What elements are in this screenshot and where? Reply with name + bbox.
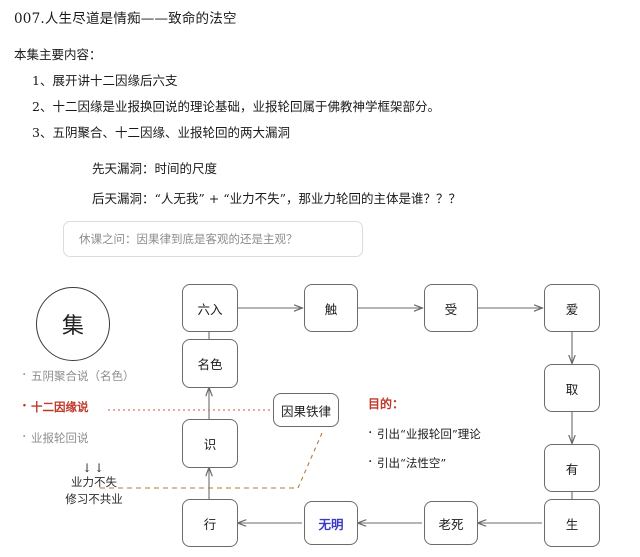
twelve-nidanas-diagram: 集 五阴聚合说（名色） 十二因缘说 业报轮回说 ↓↓ 业力不失 修习不共业 因果…: [0, 265, 640, 557]
notes-item-2: 2、十二因缘是业报换回说的理论基础，业报轮回属于佛教神学框架部分。: [32, 99, 440, 114]
karma-note-line-2: 修习不共业: [65, 492, 123, 506]
node-consciousness-label: 识: [203, 437, 217, 452]
node-grasping-label: 取: [565, 381, 579, 397]
bullet-twelve-causes: 十二因缘说: [22, 398, 192, 415]
bullet-karmic-rebirth: 业报轮回说: [22, 429, 192, 446]
down-arrows-icon: ↓↓: [81, 461, 107, 475]
purpose-heading: 目的：: [368, 397, 405, 411]
notes-item-3: 3、五阴聚合、十二因缘、业报轮回的两大漏洞: [32, 125, 290, 140]
node-formations-label: 行: [203, 516, 217, 532]
question-pill: 休课之问：因果律到底是客观的还是主观？: [63, 221, 363, 257]
node-becoming: 有: [544, 444, 600, 492]
node-six-senses-label: 六入: [197, 301, 223, 317]
notes-subtitle: 本集主要内容：: [14, 47, 102, 62]
purpose-block: 目的： 引出“业报轮回”理论 引出“法性空”: [368, 395, 548, 484]
node-craving-label: 爱: [565, 301, 579, 317]
node-name-form-label: 名色: [197, 357, 223, 372]
purpose-item-2: 引出“法性空”: [368, 454, 548, 471]
node-craving: 爱: [544, 284, 600, 332]
node-ignorance-label: 无明: [318, 516, 344, 532]
node-birth: 生: [544, 499, 600, 547]
bullet-five-aggregates: 五阴聚合说（名色）: [22, 367, 192, 384]
node-feeling: 受: [424, 284, 478, 332]
ji-circle: 集: [36, 287, 110, 361]
dashed-link-karma-diagonal: [297, 432, 323, 489]
left-bullet-list: 五阴聚合说（名色） 十二因缘说 业报轮回说: [22, 367, 192, 461]
purpose-item-1: 引出“业报轮回”理论: [368, 425, 548, 442]
page-title: 007.人生尽道是情痴——致命的法空: [14, 11, 237, 27]
notes-item-1: 1、展开讲十二因缘后六支: [32, 73, 178, 88]
node-contact-label: 触: [324, 301, 338, 317]
node-contact: 触: [304, 284, 358, 332]
question-text: 休课之问：因果律到底是客观的还是主观？: [79, 232, 298, 246]
node-aging-death: 老死: [424, 501, 478, 545]
node-aging-death-label: 老死: [438, 516, 464, 532]
node-causal-iron-law-label: 因果铁律: [280, 403, 331, 419]
node-consciousness: 识: [182, 419, 238, 468]
node-name-form: 名色: [182, 339, 238, 388]
karma-note-line-1: 业力不失: [71, 475, 117, 489]
node-ignorance: 无明: [304, 501, 358, 545]
karma-note: ↓↓ 业力不失 修习不共业: [34, 461, 154, 508]
node-becoming-label: 有: [565, 461, 579, 477]
node-six-senses: 六入: [182, 284, 238, 332]
notes-subitem-2: 后天漏洞：“人无我” + “业力不失”，那业力轮回的主体是谁？？？: [92, 191, 461, 206]
node-birth-label: 生: [565, 516, 579, 532]
node-causal-iron-law: 因果铁律: [273, 393, 339, 427]
node-formations: 行: [182, 499, 238, 547]
notes-subitem-1: 先天漏洞：时间的尺度: [92, 161, 218, 176]
ji-circle-label: 集: [61, 314, 84, 339]
node-grasping: 取: [544, 364, 600, 412]
node-feeling-label: 受: [444, 301, 458, 317]
